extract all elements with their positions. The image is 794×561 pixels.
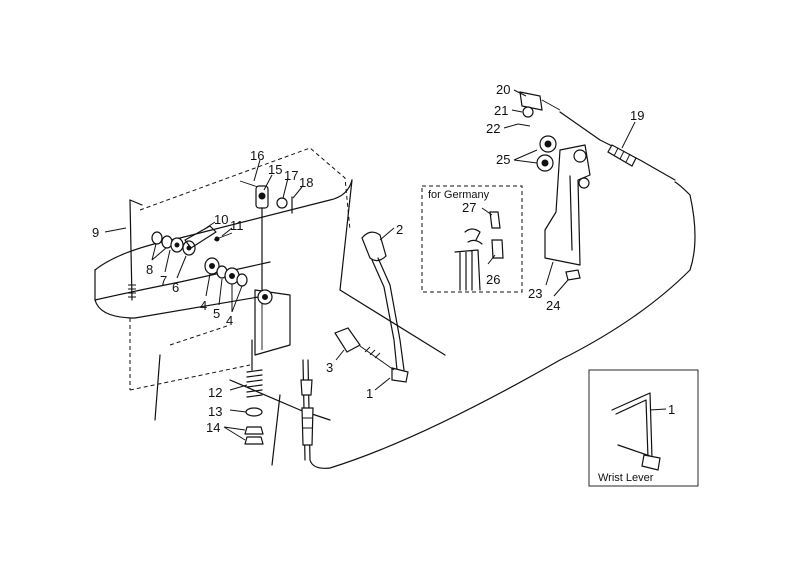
callout-1b: 1 bbox=[668, 402, 675, 417]
shift-lever-parts-1-2-3 bbox=[334, 231, 409, 383]
callout-8: 8 bbox=[146, 262, 153, 277]
callout-4a: 4 bbox=[200, 298, 207, 313]
callout-22: 22 bbox=[486, 121, 500, 136]
callout-16: 16 bbox=[250, 148, 264, 163]
bracket-part-23 bbox=[536, 135, 591, 281]
inset-germany: for Germany bbox=[421, 185, 523, 293]
washers-parts-4-5 bbox=[204, 257, 248, 287]
callout-20: 20 bbox=[496, 82, 510, 97]
callout-5: 5 bbox=[213, 306, 220, 321]
inset-wrist-lever: Wrist Lever bbox=[588, 369, 699, 487]
callout-4b: 4 bbox=[226, 313, 233, 328]
callout-2: 2 bbox=[396, 222, 403, 237]
spring-part-12 bbox=[244, 339, 264, 445]
pivot-parts-15-18 bbox=[239, 180, 293, 291]
callout-17: 17 bbox=[284, 168, 298, 183]
callout-10: 10 bbox=[214, 212, 228, 227]
callout-14: 14 bbox=[206, 420, 220, 435]
callout-25: 25 bbox=[496, 152, 510, 167]
cable-end-parts-20-22 bbox=[517, 91, 561, 127]
callout-21: 21 bbox=[494, 103, 508, 118]
callout-18: 18 bbox=[299, 175, 313, 190]
callout-11: 11 bbox=[230, 218, 244, 233]
washers-parts-8-7-6 bbox=[151, 225, 233, 256]
callout-7: 7 bbox=[160, 273, 167, 288]
callout-19: 19 bbox=[630, 108, 644, 123]
callout-1: 1 bbox=[366, 386, 373, 401]
callout-6: 6 bbox=[172, 280, 179, 295]
base-cabinet bbox=[94, 147, 446, 466]
callout-26: 26 bbox=[486, 272, 500, 287]
inset-germany-title: for Germany bbox=[428, 189, 490, 201]
cable bbox=[300, 111, 696, 469]
callout-24: 24 bbox=[546, 298, 560, 313]
callout-27: 27 bbox=[462, 200, 476, 215]
callout-3: 3 bbox=[326, 360, 333, 375]
rod-part-9 bbox=[128, 199, 143, 301]
callout-12: 12 bbox=[208, 385, 222, 400]
inset-wrist-caption: Wrist Lever bbox=[598, 472, 654, 484]
leader-lines bbox=[104, 89, 667, 441]
callout-13: 13 bbox=[208, 404, 222, 419]
callout-9: 9 bbox=[92, 225, 99, 240]
callout-labels: 20 21 22 19 25 16 15 17 18 9 10 11 8 7 6… bbox=[92, 82, 675, 435]
callout-23: 23 bbox=[528, 286, 542, 301]
callout-15: 15 bbox=[268, 162, 282, 177]
